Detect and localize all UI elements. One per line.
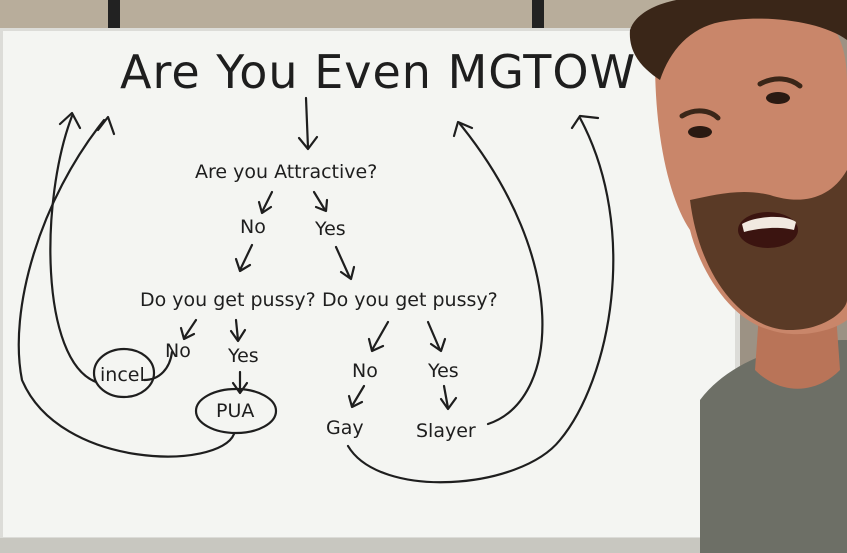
presenter-beard [690,170,847,330]
board-hanger-left [108,0,120,28]
question-pussy-left: Do you get pussy? [140,289,316,311]
presenter-eye-left [688,126,712,138]
answer-no: No [240,216,266,238]
incel-circle [92,347,156,399]
arrow-yes-to-slayer [439,384,458,411]
arrow-no-to-gay [347,384,366,409]
outcome-incel: incel [100,364,145,386]
loop-arrow-incel [49,111,98,384]
right-yes: Yes [427,360,459,382]
arrow-no-to-incel [142,350,174,382]
board-hanger-right [532,0,544,28]
left-yes: Yes [227,345,259,367]
arrow-to-no [257,190,274,215]
outcome-slayer: Slayer [416,420,476,442]
arrow-title-down [297,96,319,151]
left-no: No [165,340,191,362]
question-attractive: Are you Attractive? [195,161,377,183]
presenter [629,0,847,553]
arrow-left-yes [229,318,247,343]
arrow-right-no [367,320,390,353]
presenter-shirt [700,340,847,553]
arrow-right-yes [426,320,447,353]
loop-arrow-gay [346,114,615,484]
outcome-gay: Gay [326,417,364,439]
question-pussy-right: Do you get pussy? [322,289,498,311]
outcome-pua: PUA [216,400,254,422]
answer-yes: Yes [314,218,346,240]
presenter-brow-left [679,108,721,121]
arrow-yes-to-question [334,245,356,281]
board-title: Are You Even MGTOW [120,45,636,99]
right-no: No [352,360,378,382]
arrow-left-no [179,318,198,341]
arrow-no-to-question [234,243,254,273]
presenter-teeth [742,216,796,232]
arrow-yes-to-pua [231,370,249,395]
loop-arrow-pua [17,115,236,458]
flowchart: Are You Even MGTOW Are you Attractive? N… [17,45,636,484]
presenter-eye-right [766,92,790,104]
arrow-to-yes [312,190,329,213]
presenter-hair [629,0,847,80]
loop-arrow-slayer [452,120,544,426]
presenter-brow-right [757,76,803,89]
